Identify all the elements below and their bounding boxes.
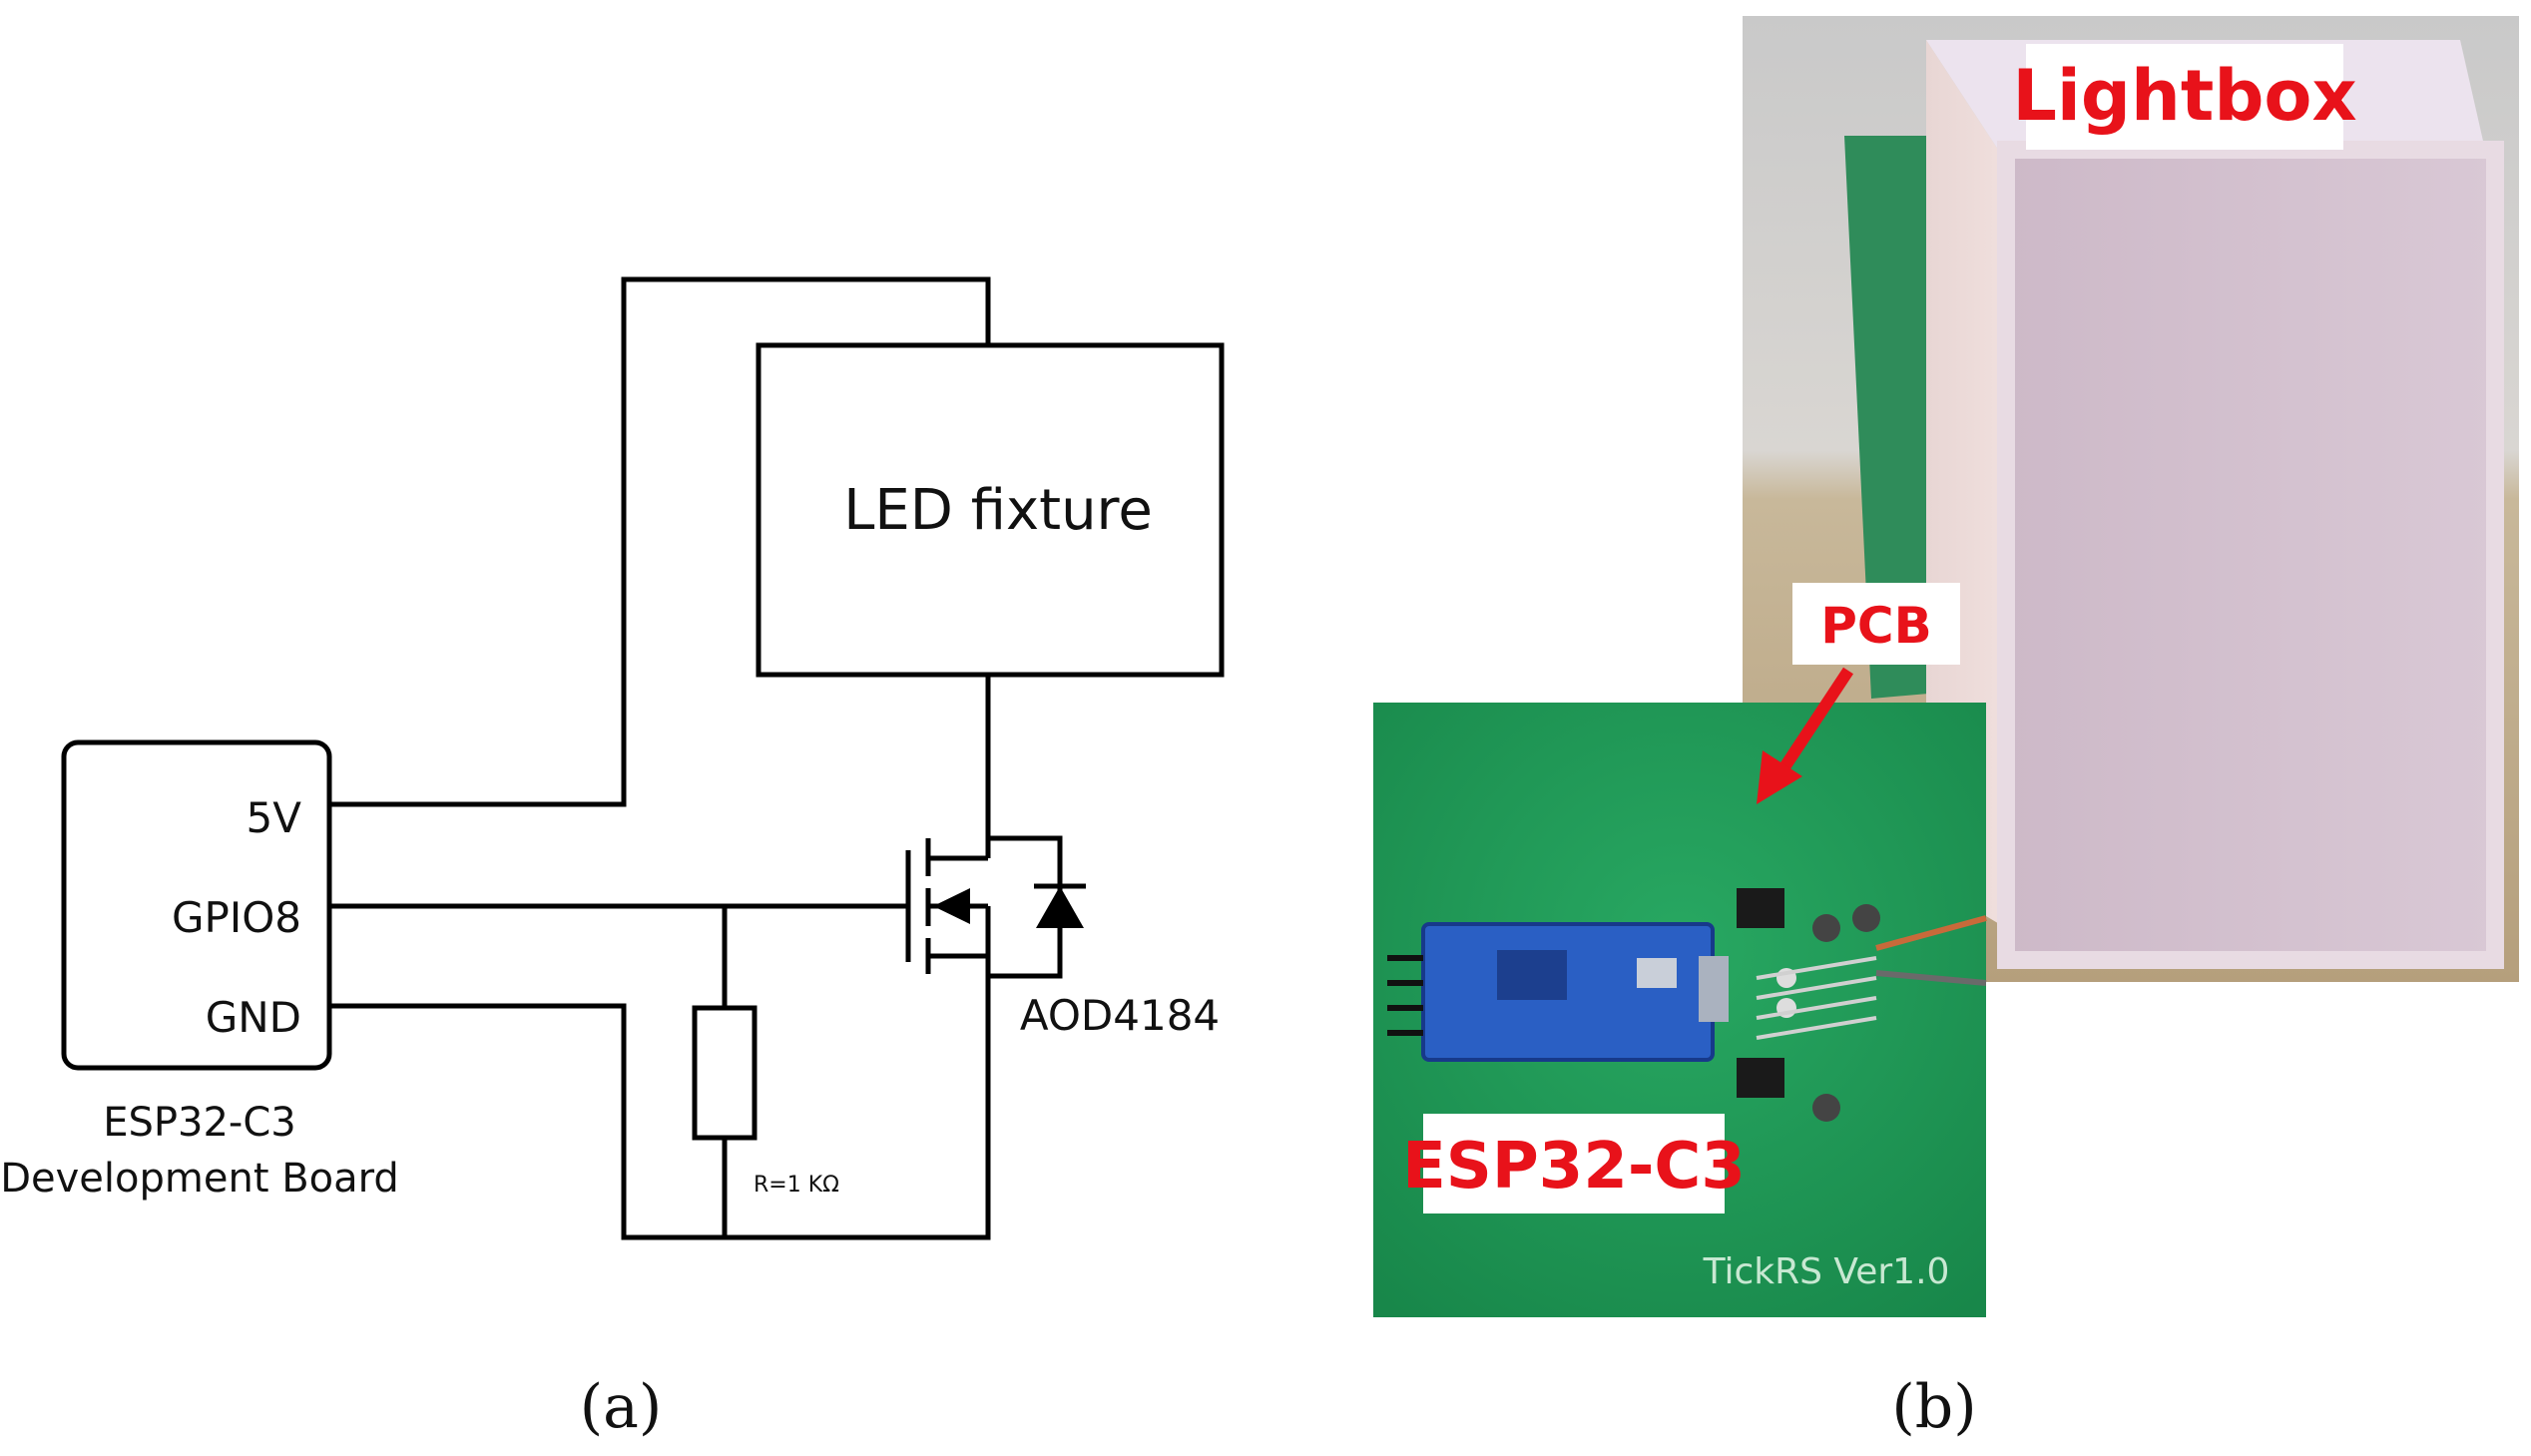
wire-5v bbox=[329, 276, 991, 807]
board-name-line2: Development Board bbox=[0, 1156, 399, 1202]
pcb-silkscreen: TickRS Ver1.0 bbox=[1703, 1251, 1950, 1292]
mosfet-part-label: AOD4184 bbox=[1020, 991, 1220, 1040]
pcb-components bbox=[1737, 888, 1987, 1122]
lightbox-front bbox=[1997, 141, 2504, 969]
schematic-diagram bbox=[61, 276, 1225, 1240]
mosfet-symbol bbox=[905, 835, 1086, 979]
caption-b: (b) bbox=[1891, 1372, 1976, 1442]
caption-a: (a) bbox=[580, 1372, 663, 1442]
pin-5v-label: 5V bbox=[247, 793, 302, 842]
lightbox-label: Lightbox bbox=[2012, 55, 2356, 137]
photo-panel: Lightbox bbox=[1373, 16, 2519, 1317]
esp-label: ESP32-C3 bbox=[1402, 1130, 1746, 1204]
wire-gnd bbox=[329, 956, 991, 1240]
resistor-value-label: R=1 KΩ bbox=[754, 1173, 839, 1198]
pin-gnd-label: GND bbox=[206, 993, 301, 1042]
pin-gpio-label: GPIO8 bbox=[172, 893, 301, 942]
pcb-label: PCB bbox=[1820, 597, 1931, 655]
led-fixture-label: LED fixture bbox=[843, 478, 1153, 543]
resistor-symbol bbox=[692, 1005, 758, 1141]
pcb-arrow bbox=[1757, 667, 1854, 804]
lightbox-label-bg bbox=[2026, 44, 2343, 150]
board-name-line1: ESP32-C3 bbox=[103, 1100, 296, 1146]
pcb-label-bg bbox=[1792, 583, 1960, 665]
esp32-module bbox=[1387, 922, 1729, 1062]
esp-label-bg bbox=[1423, 1114, 1725, 1213]
